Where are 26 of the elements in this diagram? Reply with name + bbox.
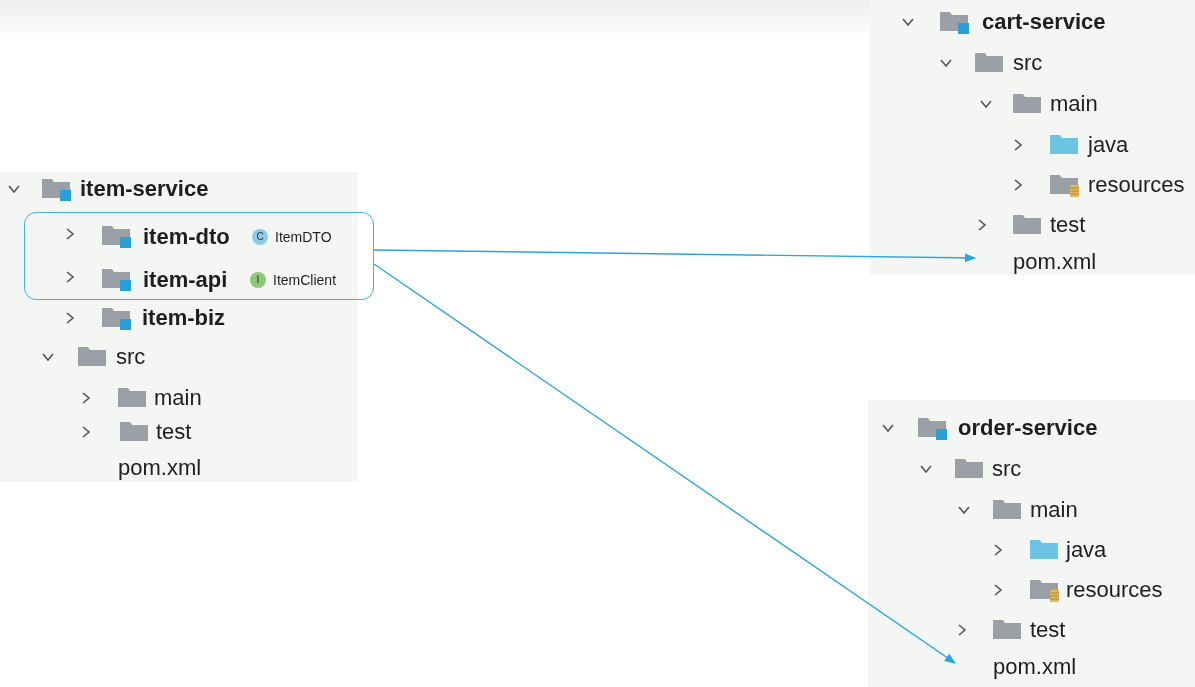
file-name: pom.xml bbox=[993, 653, 1077, 681]
class-name: ItemDTO bbox=[275, 228, 332, 246]
tree-item-label: pom.xml bbox=[118, 454, 202, 482]
tree-item-label: src bbox=[992, 455, 1022, 483]
tree-item-label: src bbox=[1013, 49, 1043, 77]
module-name: item-service bbox=[80, 175, 209, 203]
tree-item-label: test bbox=[1030, 616, 1066, 644]
tree-item-label: test bbox=[156, 418, 192, 446]
arrow bbox=[373, 249, 977, 263]
module-name: cart-service bbox=[982, 8, 1106, 36]
tree-item-label: resources bbox=[1066, 576, 1163, 604]
arrow bbox=[373, 263, 956, 664]
tree-item-label: java bbox=[1066, 536, 1107, 564]
tree-item-label: test bbox=[1050, 211, 1086, 239]
tree-item-label: resources bbox=[1088, 171, 1185, 199]
module-name: item-biz bbox=[142, 304, 226, 332]
module-name: item-dto bbox=[143, 223, 230, 251]
module-name: order-service bbox=[958, 414, 1098, 442]
file-name: pom.xml bbox=[1013, 248, 1097, 276]
class-name: ItemClient bbox=[273, 271, 337, 289]
tree-item-label: java bbox=[1088, 131, 1129, 159]
tree-item-label: main bbox=[1050, 90, 1098, 118]
tree-item-label: main bbox=[154, 384, 202, 412]
module-name: item-api bbox=[143, 266, 228, 294]
tree-item-label: src bbox=[116, 343, 146, 371]
tree-item-label: main bbox=[1030, 496, 1078, 524]
